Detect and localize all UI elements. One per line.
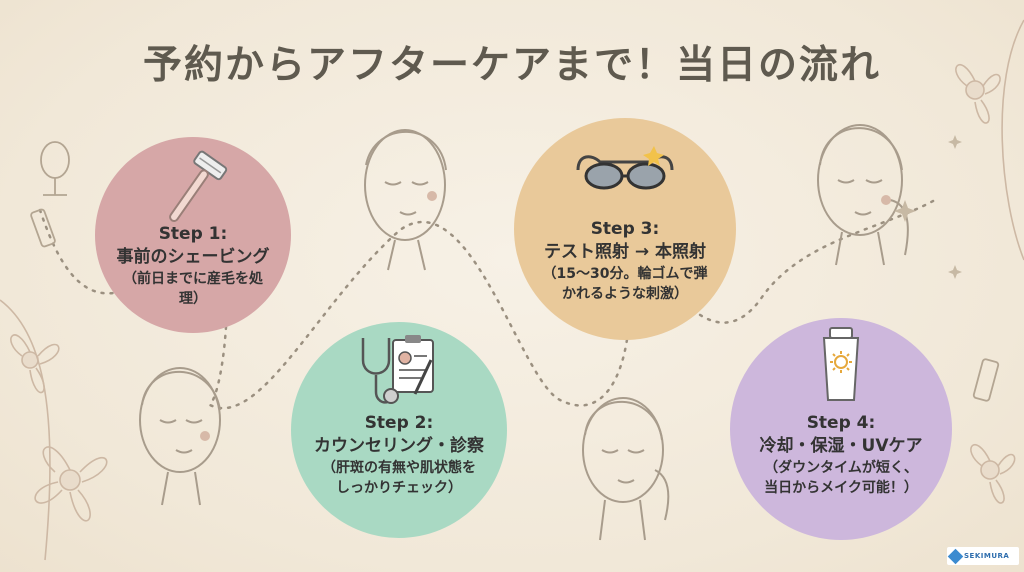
page-title: 予約からアフターケアまで！当日の流れ <box>142 43 881 88</box>
flow-path <box>38 198 937 410</box>
step-4-note: （ダウンタイムが短く、当日からメイク可能！） <box>764 460 918 496</box>
step-4-circle: Step 4: 冷却・保湿・UVケア （ダウンタイムが短く、当日からメイク可能！… <box>730 318 952 540</box>
step-2-note: （肝斑の有無や肌状態をしっかりチェック） <box>322 460 476 496</box>
flower-decoration-left <box>0 299 108 561</box>
razor-icon <box>169 150 228 223</box>
step-3-note: （15～30分。輪ゴムで弾かれるような刺激） <box>542 266 708 302</box>
flower-decoration-right <box>955 19 1024 504</box>
step-3-title: テスト照射 → 本照射 <box>543 242 707 262</box>
face-illustration-2 <box>139 367 221 506</box>
step-4-title: 冷却・保湿・UVケア <box>759 436 923 456</box>
sunscreen-icon <box>822 327 860 401</box>
step-1-note: （前日までに産毛を処理） <box>123 271 263 307</box>
step-1-title: 事前のシェービング <box>116 247 270 267</box>
brand-logo: SEKIMURA <box>947 547 1019 565</box>
step-3-label: Step 3: <box>590 219 660 239</box>
tube-icon <box>30 208 56 248</box>
face-illustration-1 <box>364 129 447 271</box>
step-1-circle: Step 1: 事前のシェービング （前日までに産毛を処理） <box>95 137 291 333</box>
step-3-circle: Step 3: テスト照射 → 本照射 （15～30分。輪ゴムで弾かれるような刺… <box>514 118 736 340</box>
sparkle-icon <box>894 135 962 279</box>
stethoscope-clipboard-icon <box>361 335 434 404</box>
cream-tube-icon <box>972 358 1000 402</box>
mirror-icon <box>40 141 70 196</box>
goggles-icon <box>576 146 674 190</box>
step-2-title: カウンセリング・診察 <box>314 436 484 456</box>
step-1-label: Step 1: <box>158 224 228 244</box>
brand-logo-text: SEKIMURA <box>964 552 1010 560</box>
logo-mark-icon <box>947 548 964 564</box>
step-2-circle: Step 2: カウンセリング・診察 （肝斑の有無や肌状態をしっかりチェック） <box>291 322 507 538</box>
step-4-label: Step 4: <box>806 413 876 433</box>
face-illustration-3 <box>582 397 670 541</box>
step-2-label: Step 2: <box>364 413 434 433</box>
